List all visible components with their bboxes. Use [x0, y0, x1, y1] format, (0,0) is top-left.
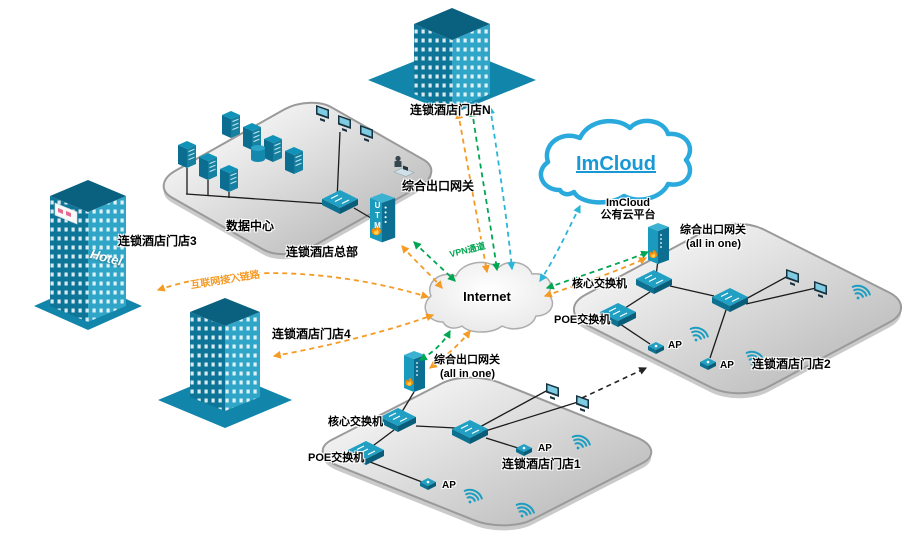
imcloud-logo: ImCloud [576, 153, 656, 175]
internet-cloud-label: Internet [463, 289, 511, 304]
branch2-poe-switch-label: POE交换机 [554, 314, 611, 326]
database-icon [251, 145, 265, 162]
hotel-sign [54, 202, 78, 225]
branch2-ap-label-a: AP [668, 340, 682, 351]
utm-device-text: UTM [373, 201, 382, 231]
imcloud-caption-line2: 公有云平台 [600, 209, 656, 222]
branch1-branch2-connector [581, 367, 648, 399]
branch1-gateway-label: 综合出口网关 [434, 354, 500, 366]
server-cabinet-icon [178, 141, 196, 168]
server-cabinet-icon [199, 153, 217, 180]
imcloud-cloud [538, 118, 693, 205]
branch2-gateway-sublabel: (all in one) [686, 238, 741, 250]
branch-n-label: 连锁酒店门店N [410, 103, 491, 117]
hq-site-label: 连锁酒店总部 [286, 245, 359, 259]
hq-wiring [185, 131, 372, 219]
admin-person-icon [393, 155, 415, 177]
branch2-core-switch-label: 核心交换机 [572, 278, 627, 290]
server-cabinet-icon [264, 135, 282, 162]
branch1-site-label: 连锁酒店门店1 [502, 457, 581, 471]
hq-gateway-label: 综合出口网关 [402, 179, 475, 193]
server-cabinet-icon [222, 111, 240, 138]
hq-datacenter-devices [178, 105, 415, 243]
branch4-label: 连锁酒店门店4 [272, 327, 351, 341]
pc-monitor-icon [546, 383, 559, 400]
imcloud-caption-line1: ImCloud [606, 197, 650, 209]
branch2-gateway-label: 综合出口网关 [680, 224, 746, 236]
branch1-ap-label-a: AP [538, 443, 552, 454]
branch3-building [34, 180, 142, 330]
branch3-label: 连锁酒店门店3 [118, 234, 197, 248]
server-cabinet-icon [220, 165, 238, 192]
server-cabinet-icon [285, 147, 303, 174]
branch2-ap-label-b: AP [720, 360, 734, 371]
branch1-poe-switch-label: POE交换机 [308, 452, 365, 464]
branch2-gateway-icon [648, 223, 669, 264]
branch2-site-label: 连锁酒店门店2 [752, 357, 831, 371]
branch2-wiring [619, 259, 817, 359]
branch4-building [158, 298, 292, 428]
hq-platform [150, 95, 445, 267]
datacenter-label: 数据中心 [226, 219, 275, 233]
branch1-core-switch-label: 核心交换机 [328, 416, 383, 428]
cloud-links [487, 105, 581, 282]
imcloud-caption: ImCloud 公有云平台 [578, 197, 678, 221]
branch1-ap-label-b: AP [442, 480, 456, 491]
branch-n-building [368, 8, 536, 114]
branch1-gateway-icon [404, 351, 425, 392]
branch1-gateway-sublabel: (all in one) [440, 368, 495, 380]
